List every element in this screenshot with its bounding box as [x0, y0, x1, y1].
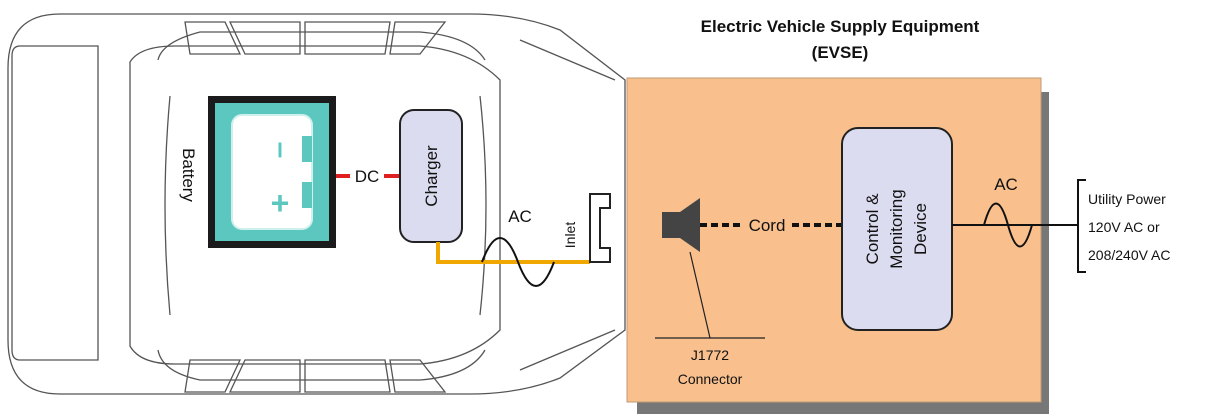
- connector-leader: [689, 251, 711, 339]
- battery-terminal-top: [302, 136, 312, 162]
- ac-wire-vehicle: [436, 242, 590, 264]
- battery-label: Battery: [179, 148, 198, 202]
- ac-wave-vehicle: [481, 237, 555, 287]
- ac-label-evse: AC: [994, 175, 1018, 194]
- battery-terminal-bottom: [302, 182, 312, 208]
- inlet-symbol: [589, 193, 611, 263]
- inlet-label: Inlet: [562, 222, 578, 249]
- connector-head: [680, 198, 700, 252]
- control-device-line1: Control &: [863, 193, 882, 265]
- control-device-line2: Monitoring: [887, 189, 906, 268]
- connector-label-line2: Connector: [678, 371, 743, 387]
- utility-label-line2: 120V AC or: [1088, 219, 1160, 235]
- control-device-box: [841, 127, 953, 331]
- battery-icon: [231, 114, 313, 230]
- vehicle-outline: [7, 13, 626, 395]
- utility-label-line3: 208/240V AC: [1088, 247, 1171, 263]
- title-line1: Electric Vehicle Supply Equipment: [701, 17, 980, 36]
- utility-label-line1: Utility Power: [1088, 191, 1166, 207]
- connector-body: [662, 212, 682, 238]
- control-device-line3: Device: [911, 203, 930, 255]
- ac-wave-evse: [983, 202, 1033, 248]
- title-line2: (EVSE): [812, 43, 869, 62]
- ac-label-vehicle: AC: [508, 207, 532, 226]
- utility-bracket: [1077, 179, 1086, 273]
- charger-box: [399, 109, 463, 243]
- battery-plus-sign: +: [271, 185, 290, 221]
- connector-label-line1: J1772: [691, 347, 729, 363]
- charger-label: Charger: [422, 145, 441, 207]
- cord-label: Cord: [749, 216, 786, 235]
- dc-label: DC: [355, 167, 380, 186]
- battery-minus-sign: –: [265, 142, 298, 159]
